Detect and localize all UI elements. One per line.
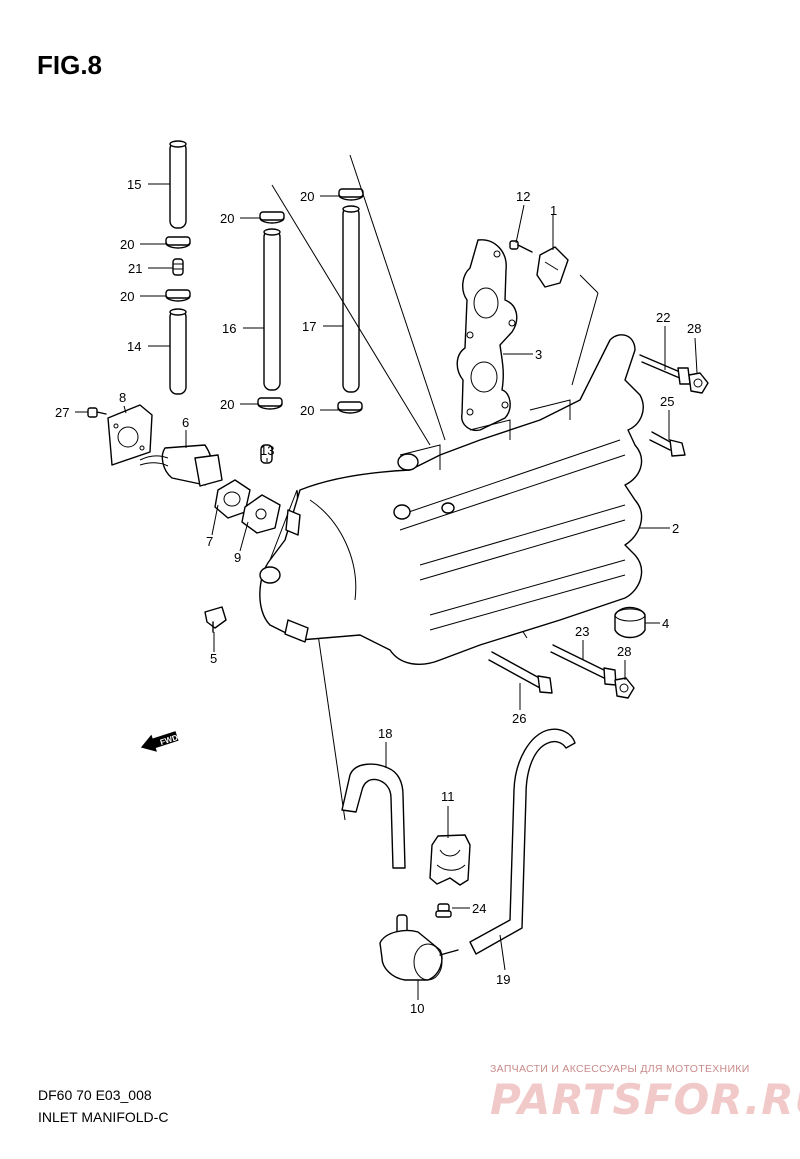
hose-19 xyxy=(469,728,576,955)
clamp-20-f xyxy=(337,401,363,414)
clamp-20-e xyxy=(338,188,364,201)
callout-28-top: 28 xyxy=(687,321,701,336)
bracket-8 xyxy=(107,404,153,466)
callout-17: 17 xyxy=(302,319,316,334)
callout-26: 26 xyxy=(512,711,526,726)
callout-21: 21 xyxy=(128,261,142,276)
collar-4 xyxy=(614,606,646,639)
callout-20-e: 20 xyxy=(300,189,314,204)
callout-12: 12 xyxy=(516,189,530,204)
callout-25: 25 xyxy=(660,394,674,409)
callout-6: 6 xyxy=(182,415,189,430)
callout-4: 4 xyxy=(662,616,669,631)
callout-23: 23 xyxy=(575,624,589,639)
bolt-26 xyxy=(488,651,553,694)
watermark-logo: PARTSFOR.RU xyxy=(490,1075,800,1124)
plug-13 xyxy=(260,444,273,464)
callout-8: 8 xyxy=(119,390,126,405)
diagram-name: INLET MANIFOLD-C xyxy=(38,1109,169,1125)
callout-20-b: 20 xyxy=(120,289,134,304)
bolt-27 xyxy=(87,407,107,418)
clamp-20-a xyxy=(165,236,191,249)
callout-2: 2 xyxy=(672,521,679,536)
clamp-20-d xyxy=(257,397,283,410)
hose-15 xyxy=(169,140,187,229)
bracket-1 xyxy=(536,246,569,288)
bolt-22 xyxy=(639,354,691,385)
callout-20-c: 20 xyxy=(220,211,234,226)
callout-3: 3 xyxy=(535,347,542,362)
hose-16 xyxy=(263,228,281,391)
fuel-filter-10 xyxy=(379,914,459,981)
gasket-3 xyxy=(456,239,518,432)
callout-24: 24 xyxy=(472,901,486,916)
callout-9: 9 xyxy=(234,550,241,565)
hose-17 xyxy=(342,205,360,393)
callout-20-f: 20 xyxy=(300,403,314,418)
callout-27: 27 xyxy=(55,405,69,420)
plate-9 xyxy=(241,494,281,534)
callout-labels: 1 2 3 4 5 6 7 8 9 10 11 12 13 14 15 16 1… xyxy=(55,177,701,1016)
bolt-12 xyxy=(509,240,533,253)
callout-11: 11 xyxy=(441,789,455,804)
callout-14: 14 xyxy=(127,339,141,354)
callout-20-a: 20 xyxy=(120,237,134,252)
clamp-20-b xyxy=(165,289,191,302)
nut-28-bottom xyxy=(614,677,635,699)
clip-5 xyxy=(204,606,227,633)
callout-20-d: 20 xyxy=(220,397,234,412)
bolt-25 xyxy=(649,431,686,457)
callout-leaders xyxy=(75,183,698,1000)
callout-5: 5 xyxy=(210,651,217,666)
callout-19: 19 xyxy=(496,972,510,987)
sensor-6 xyxy=(139,444,223,487)
fwd-arrow-icon: FWD xyxy=(140,731,179,752)
figure-title: FIG.8 xyxy=(37,50,103,80)
clamp-11 xyxy=(429,834,471,886)
nut-28-top xyxy=(688,372,709,394)
clamp-20-c xyxy=(259,211,285,224)
fwd-label: FWD xyxy=(159,733,179,747)
callout-18: 18 xyxy=(378,726,392,741)
callout-22: 22 xyxy=(656,310,670,325)
bolt-24 xyxy=(435,903,452,918)
callout-13: 13 xyxy=(260,443,274,458)
hose-18 xyxy=(341,763,406,869)
inlet-manifold-2 xyxy=(259,334,644,666)
joint-21 xyxy=(172,258,184,276)
callout-10: 10 xyxy=(410,1001,424,1016)
diagram-code: DF60 70 E03_008 xyxy=(38,1087,152,1103)
callout-16: 16 xyxy=(222,321,236,336)
hose-14 xyxy=(169,308,187,395)
callout-15: 15 xyxy=(127,177,141,192)
callout-1: 1 xyxy=(550,203,557,218)
callout-28-bottom: 28 xyxy=(617,644,631,659)
callout-7: 7 xyxy=(206,534,213,549)
watermark-caption: ЗАПЧАСТИ И АКСЕССУАРЫ ДЛЯ МОТОТЕХНИКИ xyxy=(490,1063,750,1075)
